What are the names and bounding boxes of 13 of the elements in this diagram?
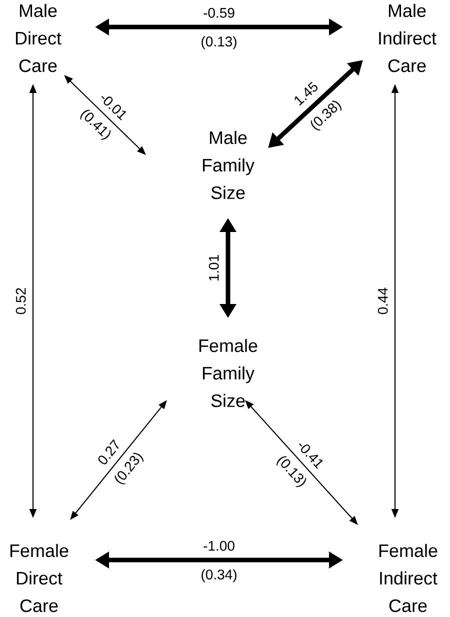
edge-label: 0.44 (378, 288, 388, 314)
node-label: Male Direct Care (16, 4, 62, 72)
standard-error: (0.34) (202, 569, 236, 582)
edge-label: 1.01 (208, 255, 219, 281)
node-label: Female Family Size (199, 338, 258, 408)
node-label: Female Indirect Care (379, 544, 438, 612)
node-label: Female Direct Care (10, 544, 68, 612)
edge-label: 0.52 (16, 288, 26, 314)
node-label: Male Family Size (202, 130, 254, 200)
node-label: Male Indirect Care (379, 4, 436, 72)
edge-label: -0.59 (204, 8, 234, 18)
standard-error: (0.13) (202, 36, 236, 50)
edge-label: -1.00 (204, 540, 234, 551)
